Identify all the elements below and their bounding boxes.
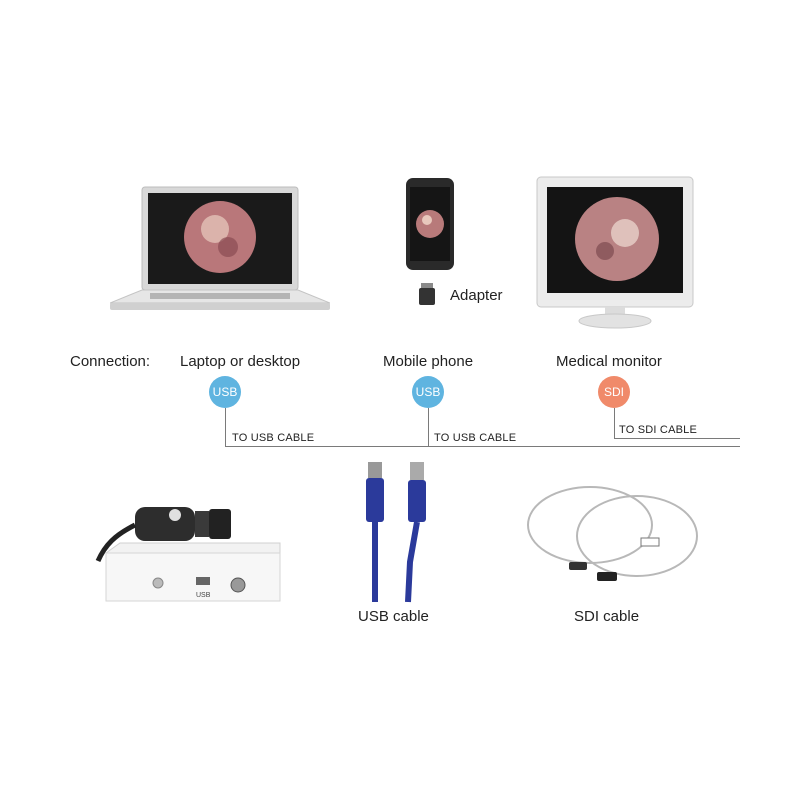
cable-label-mobile: TO USB CABLE xyxy=(434,432,517,444)
usb-badge-mobile: USB xyxy=(412,376,444,408)
sdi-cable-label: SDI cable xyxy=(574,608,640,625)
camera-control-unit-illustration xyxy=(95,507,281,602)
connector-line-monitor xyxy=(614,408,615,438)
cable-label-laptop: TO USB CABLE xyxy=(232,432,315,444)
target-label-mobile: Mobile phone xyxy=(383,353,474,370)
sdi-badge-monitor: SDI xyxy=(598,376,630,408)
sdi-cable-illustration xyxy=(527,486,698,581)
connector-line-sdi-bus xyxy=(614,438,740,439)
connector-line-mobile xyxy=(428,408,429,446)
medical-monitor-illustration xyxy=(536,176,694,329)
connector-line-usb-bus xyxy=(225,446,740,447)
usb-badge-laptop: USB xyxy=(209,376,241,408)
camera-usb-port-label: USB xyxy=(196,592,211,599)
laptop-illustration xyxy=(110,186,330,310)
usb-cable-label: USB cable xyxy=(358,608,429,625)
connection-heading: Connection: xyxy=(70,353,151,370)
target-label-laptop: Laptop or desktop xyxy=(180,353,301,370)
target-label-monitor: Medical monitor xyxy=(556,353,662,370)
usb-cable-illustration xyxy=(366,462,426,603)
mobile-phone-illustration xyxy=(406,178,454,270)
cable-label-monitor: TO SDI CABLE xyxy=(619,424,697,436)
connector-line-laptop xyxy=(225,408,226,446)
adapter-label: Adapter xyxy=(450,287,503,304)
adapter-icon xyxy=(419,283,435,305)
